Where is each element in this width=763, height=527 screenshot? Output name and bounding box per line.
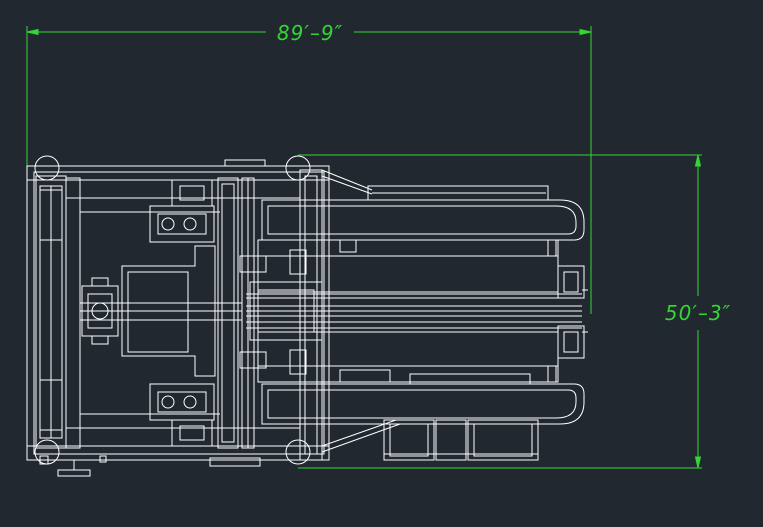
- roller-bottom-1: [239, 351, 267, 369]
- roller-bottom-2: [289, 349, 307, 375]
- equipment-plan: [26, 155, 588, 477]
- dimension-layer: [26, 26, 702, 469]
- caster-bottom-right: [285, 439, 311, 465]
- boom-fitting-1: [339, 239, 357, 253]
- spool-lower-inner: [267, 389, 577, 419]
- tank-left: [383, 419, 435, 461]
- height-arrow-top: [694, 154, 702, 167]
- height-arrow-bottom: [694, 456, 702, 469]
- gear-train-top-inner: [157, 213, 207, 235]
- gear-bracket-bottom-inner: [179, 425, 205, 441]
- boom-fitting-5: [409, 373, 531, 385]
- gear-train-bottom-inner: [157, 391, 207, 413]
- left-gusset-top: [39, 189, 63, 241]
- boom-end-lower-inner: [563, 331, 579, 353]
- tank-right: [467, 419, 539, 461]
- roller-top-2: [289, 249, 307, 275]
- spool-lower: [261, 383, 585, 425]
- boom-fitting-2: [547, 239, 557, 257]
- outrigger-foot: [57, 469, 91, 477]
- column-left: [217, 177, 239, 449]
- width-dimension-label: 89′–9″: [277, 21, 343, 45]
- tank-middle: [435, 419, 467, 461]
- motor-housing: [121, 245, 216, 377]
- left-gusset-bottom: [39, 379, 63, 431]
- main-frame: [26, 165, 330, 461]
- spool-upper: [261, 199, 585, 241]
- boom-end-upper: [557, 265, 585, 299]
- width-arrow-left: [26, 28, 39, 36]
- carriage-arm-upper-2: [321, 175, 373, 195]
- base-plate: [209, 457, 261, 467]
- inner-carriage-inner: [257, 289, 315, 333]
- carriage-upper: [367, 185, 549, 201]
- carriage-arm-upper: [321, 169, 373, 191]
- gear-top-1: [161, 217, 175, 231]
- right-frame-column-inner: [304, 175, 318, 455]
- top-plate: [224, 159, 266, 167]
- gear-bottom-2: [183, 395, 197, 409]
- tank-right-inner: [473, 423, 533, 457]
- width-arrow-right: [579, 28, 592, 36]
- gear-bottom-1: [161, 395, 175, 409]
- small-fitting-2: [99, 455, 107, 463]
- height-dimension-label: 50′–3″: [665, 301, 731, 325]
- column-left-inner: [221, 183, 235, 443]
- boom-end-upper-inner: [563, 271, 579, 293]
- small-fitting-1: [39, 455, 49, 465]
- tank-left-inner: [389, 423, 429, 457]
- drive-clamp-bottom: [91, 335, 109, 345]
- boom-rail-11: [257, 365, 559, 383]
- gear-top-2: [183, 217, 197, 231]
- boom-end-lower: [557, 325, 585, 359]
- gear-bracket-top-inner: [179, 185, 205, 201]
- roller-top-1: [239, 255, 267, 273]
- carriage-arm-lower: [321, 423, 401, 453]
- drive-clamp-top: [91, 277, 109, 287]
- boom-fitting-3: [547, 365, 557, 383]
- left-subframe: [65, 177, 81, 449]
- main-frame-inner: [33, 171, 325, 455]
- inner-carriage: [249, 281, 323, 341]
- boom-fitting-4: [339, 369, 391, 383]
- spool-upper-inner: [267, 205, 577, 235]
- motor-housing-inner: [127, 271, 189, 353]
